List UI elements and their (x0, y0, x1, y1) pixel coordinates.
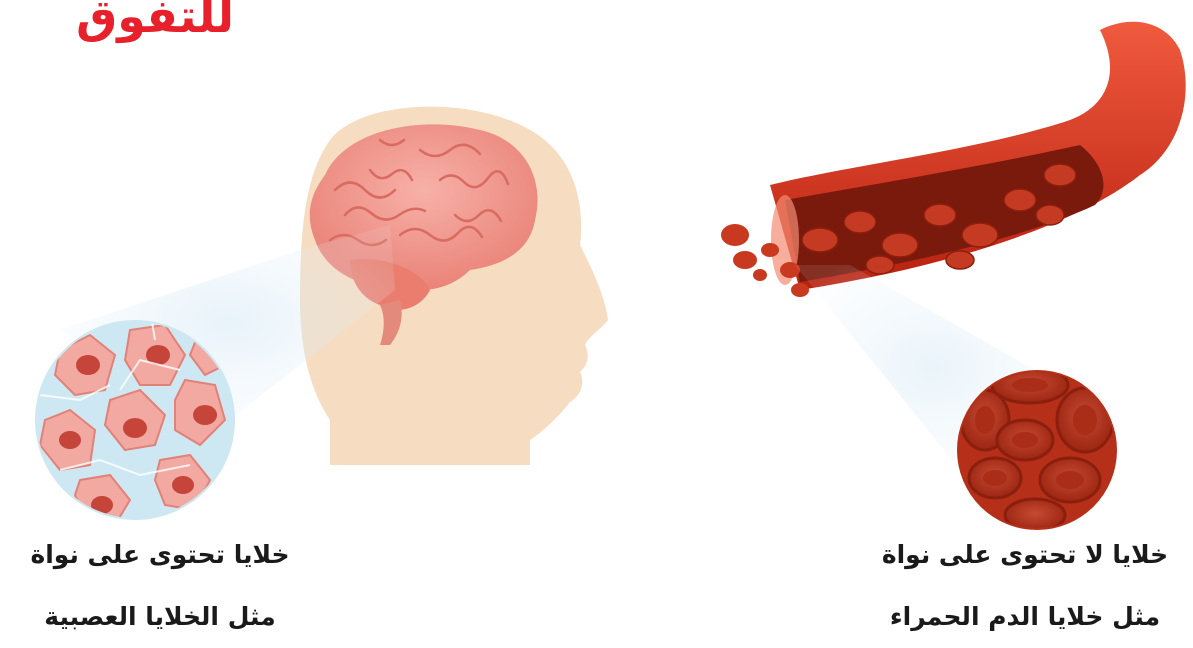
blood-vessel-icon (721, 22, 1186, 297)
nerve-cells-example-caption: مثل الخلايا العصبية (0, 602, 320, 631)
nucleated-cells-caption: خلايا تحتوى على نواة (0, 540, 320, 569)
red-blood-cells-example-caption: مثل خلايا الدم الحمراء (860, 602, 1190, 631)
non-nucleated-cells-caption: خلايا لا تحتوى على نواة (860, 540, 1190, 569)
